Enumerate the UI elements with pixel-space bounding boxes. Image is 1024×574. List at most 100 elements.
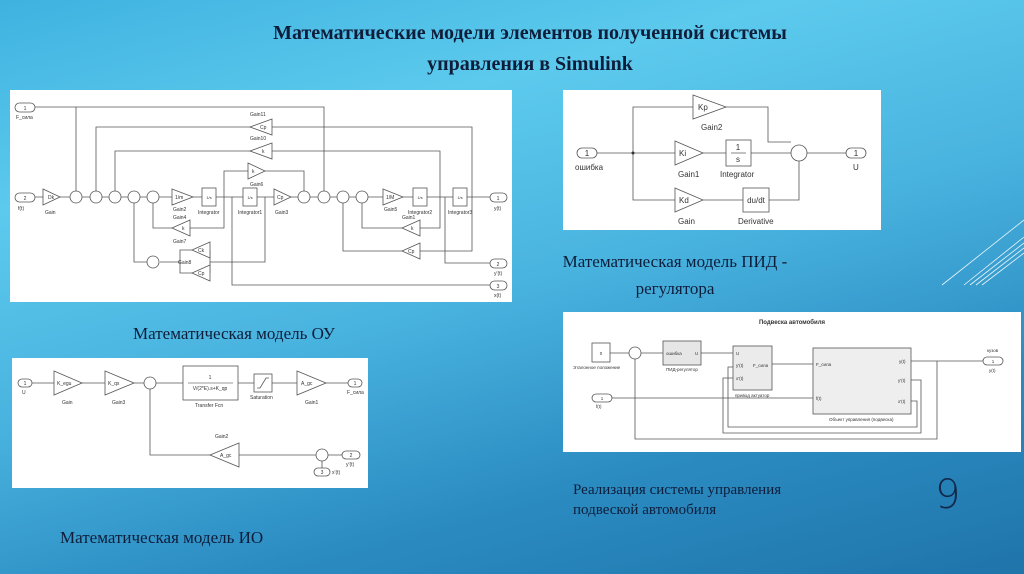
- svg-text:Gain10: Gain10: [250, 136, 266, 142]
- svg-text:ошибка: ошибка: [575, 163, 604, 172]
- svg-text:1/M: 1/M: [386, 195, 394, 201]
- caption-ou: Математическая модель ОУ: [133, 324, 335, 343]
- svg-text:1: 1: [736, 143, 741, 152]
- svg-text:2: 2: [497, 262, 500, 268]
- svg-text:1: 1: [497, 196, 500, 202]
- svg-text:2: 2: [350, 453, 353, 459]
- pid-outport: 1U: [845, 147, 867, 172]
- caption-io: Математическая модель ИО: [60, 528, 264, 547]
- svg-text:y'(t): y'(t): [346, 462, 355, 468]
- svg-text:Integrator: Integrator: [198, 210, 220, 216]
- branch-point: [631, 151, 635, 155]
- svg-text:Saturation: Saturation: [250, 395, 273, 401]
- ou-gain5: 1/M Gain5: [382, 188, 405, 213]
- svg-text:x(t): x(t): [494, 293, 502, 299]
- svg-text:f(t): f(t): [18, 206, 24, 212]
- susp-inport-f: 1f(t): [591, 393, 613, 409]
- svg-text:y(t): y(t): [989, 368, 996, 373]
- slide-number: 9: [935, 472, 961, 518]
- svg-text:Gain2: Gain2: [215, 434, 229, 440]
- svg-text:Gain2: Gain2: [701, 123, 723, 132]
- svg-text:2: 2: [24, 196, 27, 202]
- svg-text:Gain8: Gain8: [178, 260, 192, 266]
- svg-text:Gain1: Gain1: [305, 400, 319, 406]
- decorative-lines: [941, 219, 1024, 286]
- svg-text:ошибка: ошибка: [666, 351, 682, 356]
- svg-text:привод актуатор: привод актуатор: [735, 393, 770, 398]
- svg-text:A_gc: A_gc: [220, 453, 232, 459]
- svg-text:Эталонное положение: Эталонное положение: [573, 365, 621, 370]
- svg-text:K_egu: K_egu: [57, 381, 72, 387]
- svg-text:Cp: Cp: [198, 271, 205, 277]
- svg-text:s: s: [736, 155, 740, 164]
- svg-text:1/s: 1/s: [247, 195, 252, 200]
- io-inport-dy: 2 y'(t): [341, 450, 361, 468]
- suspension-title: Подвеска автомобиля: [759, 319, 826, 326]
- svg-text:y'(t): y'(t): [898, 378, 906, 383]
- svg-text:Kd: Kd: [679, 196, 689, 205]
- svg-text:F_сила: F_сила: [816, 362, 832, 367]
- svg-text:F_сила: F_сила: [16, 115, 33, 121]
- svg-text:Gain: Gain: [45, 210, 56, 216]
- title-line-2: управления в Simulink: [427, 53, 633, 75]
- svg-text:Gain: Gain: [678, 217, 695, 226]
- ou-gain-right-2: Cp: [401, 242, 421, 260]
- susp-sum: [628, 346, 642, 360]
- svg-text:Gain6: Gain6: [250, 182, 264, 188]
- caption-impl-line2: подвеской автомобиля: [573, 502, 717, 518]
- svg-text:кузов: кузов: [987, 348, 999, 353]
- ou-inport-f-sila: 1F_сила: [14, 102, 36, 121]
- svg-text:Gain1: Gain1: [402, 215, 416, 221]
- svg-text:Integrator3: Integrator3: [448, 210, 472, 216]
- svg-text:A_gc: A_gc: [301, 381, 313, 387]
- svg-text:Gain3: Gain3: [275, 210, 289, 216]
- svg-text:Gain5: Gain5: [384, 207, 398, 213]
- svg-text:y'(t): y'(t): [736, 363, 744, 368]
- svg-text:Gain: Gain: [62, 400, 73, 406]
- svg-text:U: U: [22, 390, 26, 396]
- svg-text:U: U: [736, 351, 739, 356]
- svg-text:F_сила: F_сила: [753, 363, 769, 368]
- caption-pid-line2: регулятора: [635, 279, 715, 298]
- svg-text:x'(t): x'(t): [332, 470, 341, 476]
- svg-text:K_qx: K_qx: [108, 381, 120, 387]
- svg-text:Gain7: Gain7: [173, 239, 187, 245]
- svg-text:f(t): f(t): [596, 404, 602, 409]
- svg-text:1/s: 1/s: [206, 195, 211, 200]
- svg-text:k: k: [252, 169, 255, 175]
- ou-outport-x: 3x(t): [489, 280, 508, 299]
- svg-text:Integrator: Integrator: [720, 170, 755, 179]
- title-line-1: Математические модели элементов полученн…: [273, 22, 787, 44]
- svg-text:Gain11: Gain11: [250, 112, 266, 118]
- io-inport-u: 1U: [17, 378, 33, 396]
- svg-text:0: 0: [600, 351, 603, 356]
- svg-text:k: k: [182, 226, 185, 232]
- ou-inport-f-t: 2f(t): [14, 192, 36, 212]
- svg-text:U: U: [853, 163, 859, 172]
- svg-text:x'(t): x'(t): [898, 399, 906, 404]
- svg-text:1/m: 1/m: [175, 195, 183, 201]
- io-saturation: Saturation: [250, 373, 273, 401]
